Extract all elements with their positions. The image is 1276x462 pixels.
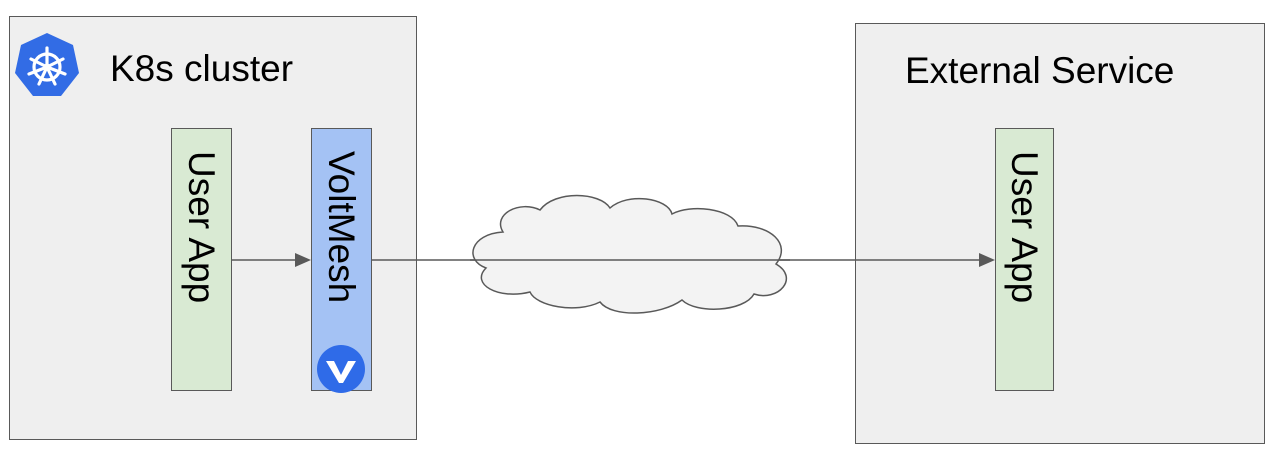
k8s-cluster-title: K8s cluster — [110, 48, 294, 89]
k8s-user-app-label: User App — [181, 151, 222, 304]
k8s-user-app-pod: User App — [171, 128, 232, 391]
voltmesh-pod: VoltMesh — [311, 128, 372, 391]
kubernetes-icon — [15, 33, 79, 96]
external-service-title: External Service — [905, 50, 1175, 91]
voltmesh-label: VoltMesh — [321, 151, 362, 304]
cloud-icon — [472, 194, 788, 314]
external-service-box — [855, 23, 1265, 444]
voltmesh-icon — [317, 345, 365, 393]
external-user-app-label: User App — [1004, 151, 1045, 304]
external-user-app-pod: User App — [995, 128, 1054, 391]
